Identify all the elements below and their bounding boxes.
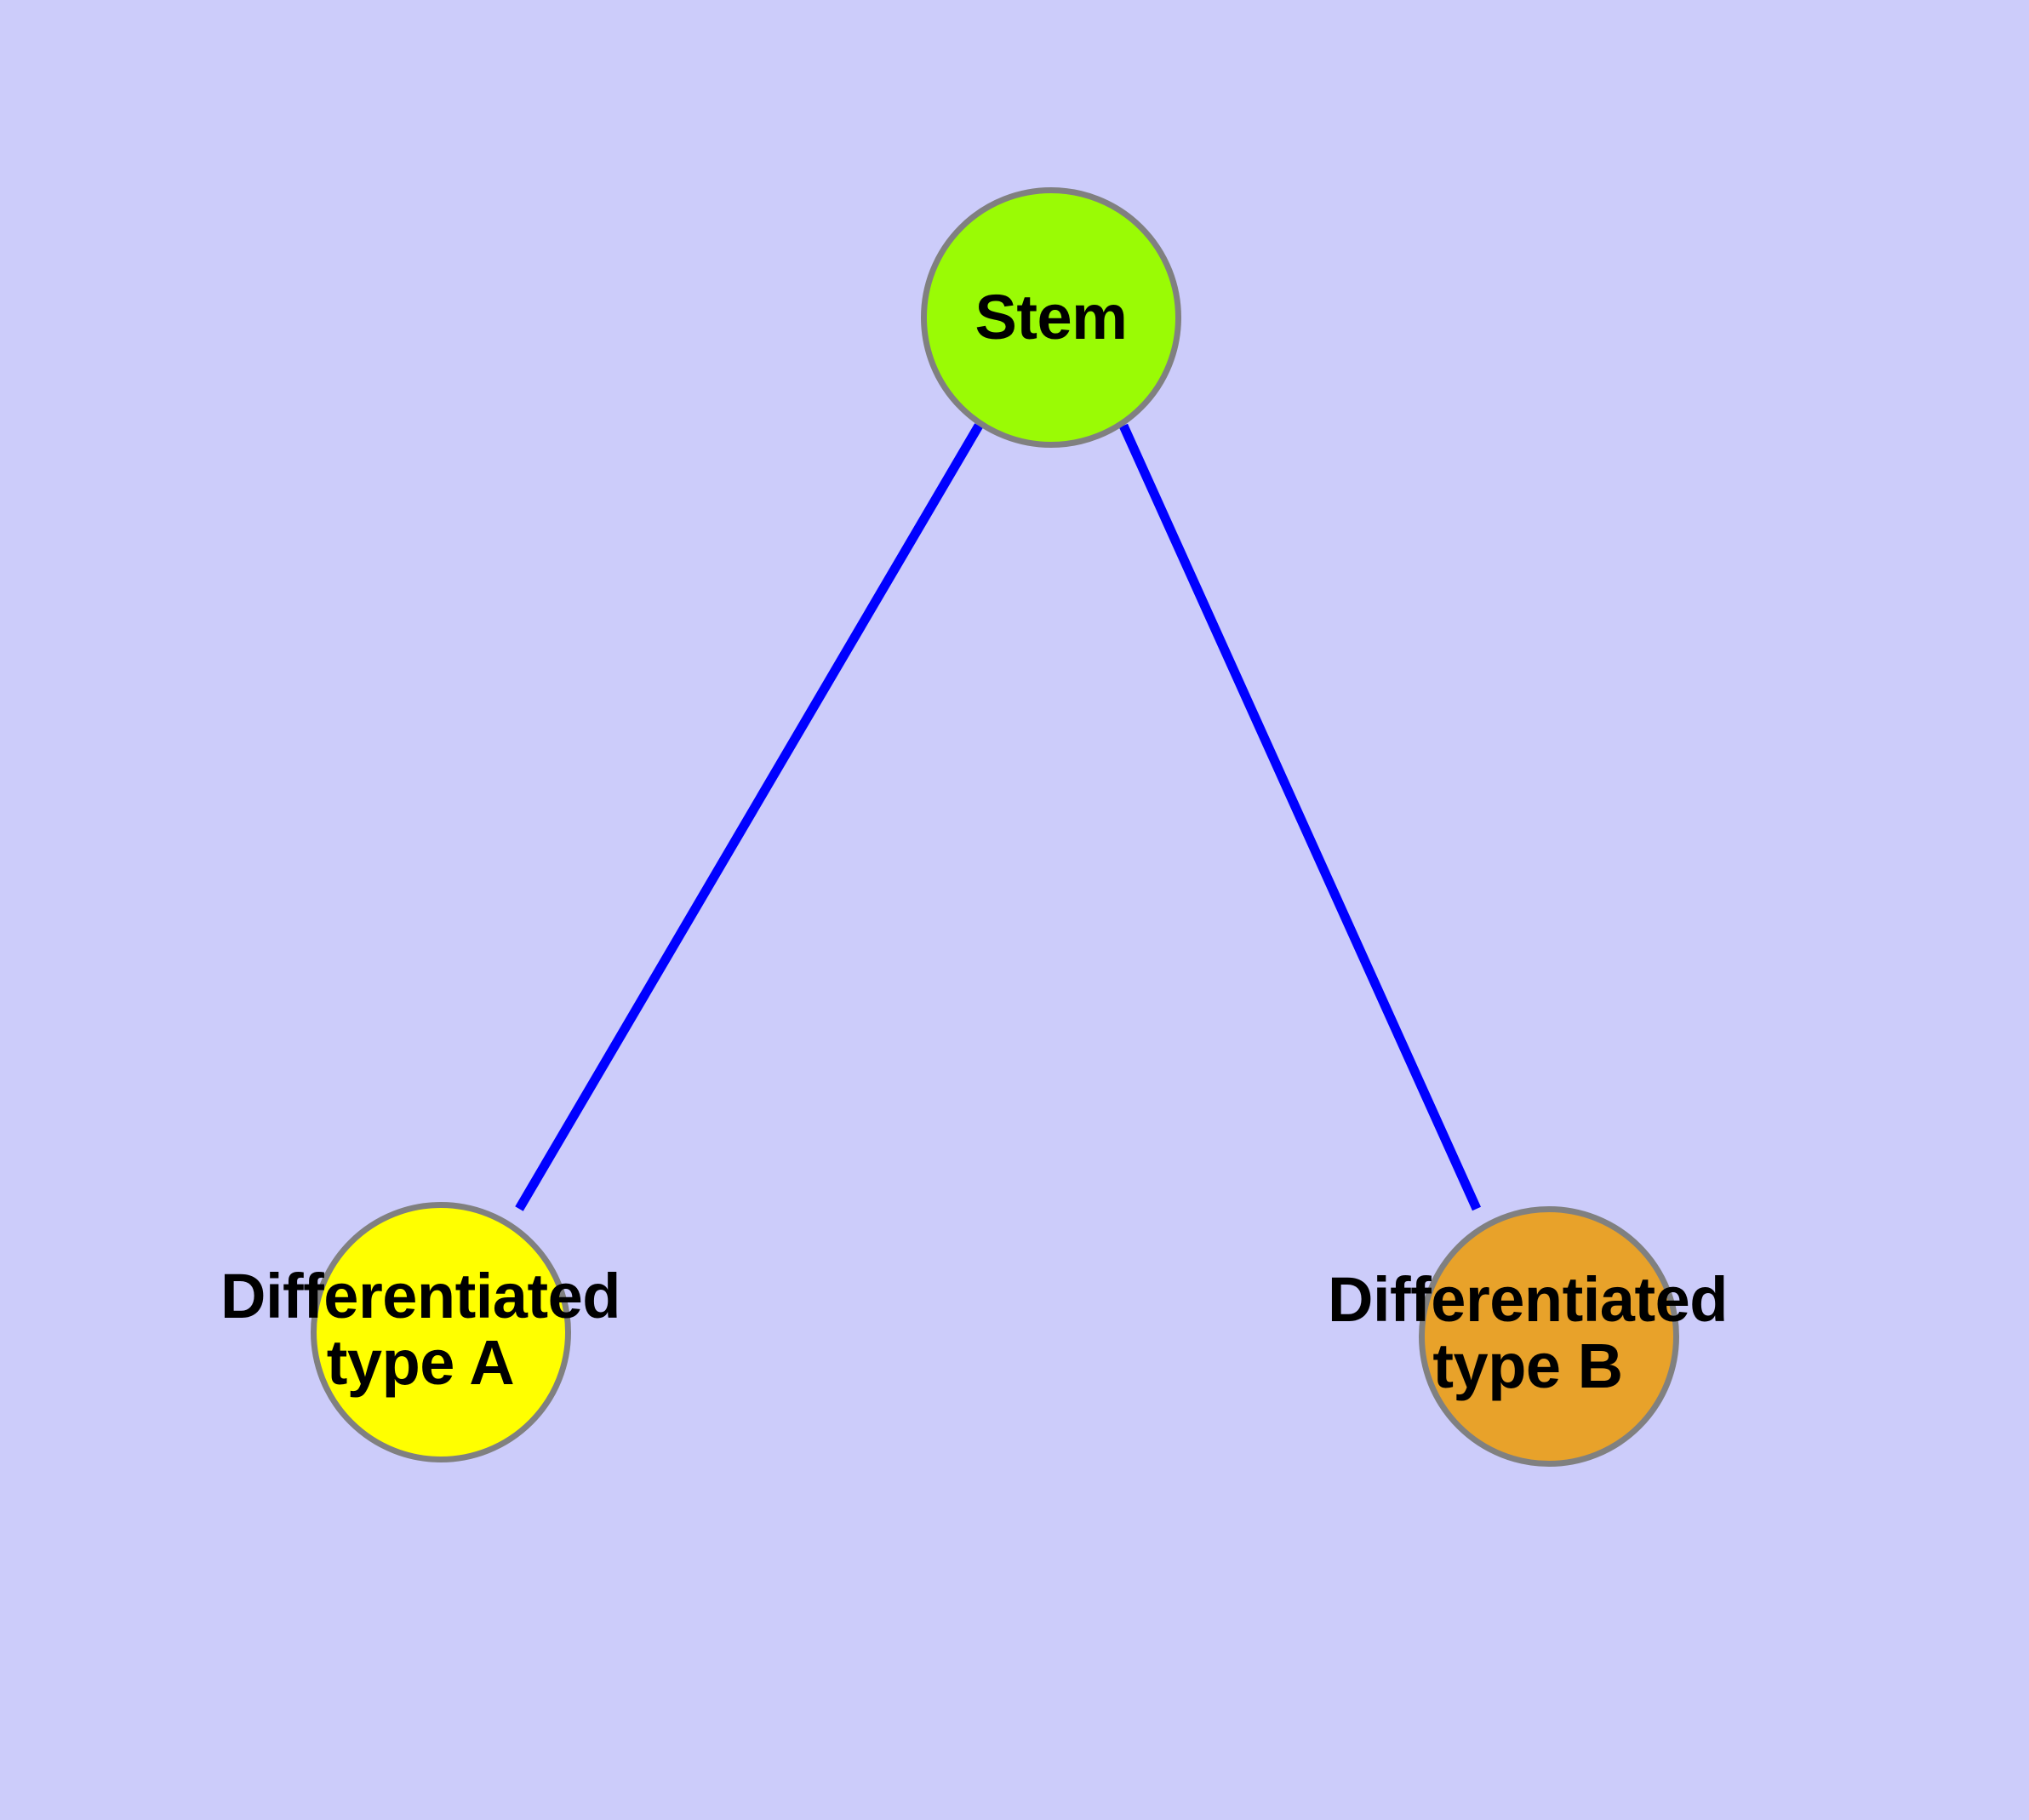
- node-label-stem: Stem: [974, 282, 1128, 352]
- node-differentiated-type-b[interactable]: [1419, 1206, 1679, 1467]
- edge-stem-to-differentiated-type-b: [1118, 423, 1482, 1211]
- node-stem[interactable]: [921, 187, 1181, 448]
- edge-stem-to-differentiated-type-a: [515, 423, 983, 1211]
- node-differentiated-type-a[interactable]: [311, 1202, 571, 1462]
